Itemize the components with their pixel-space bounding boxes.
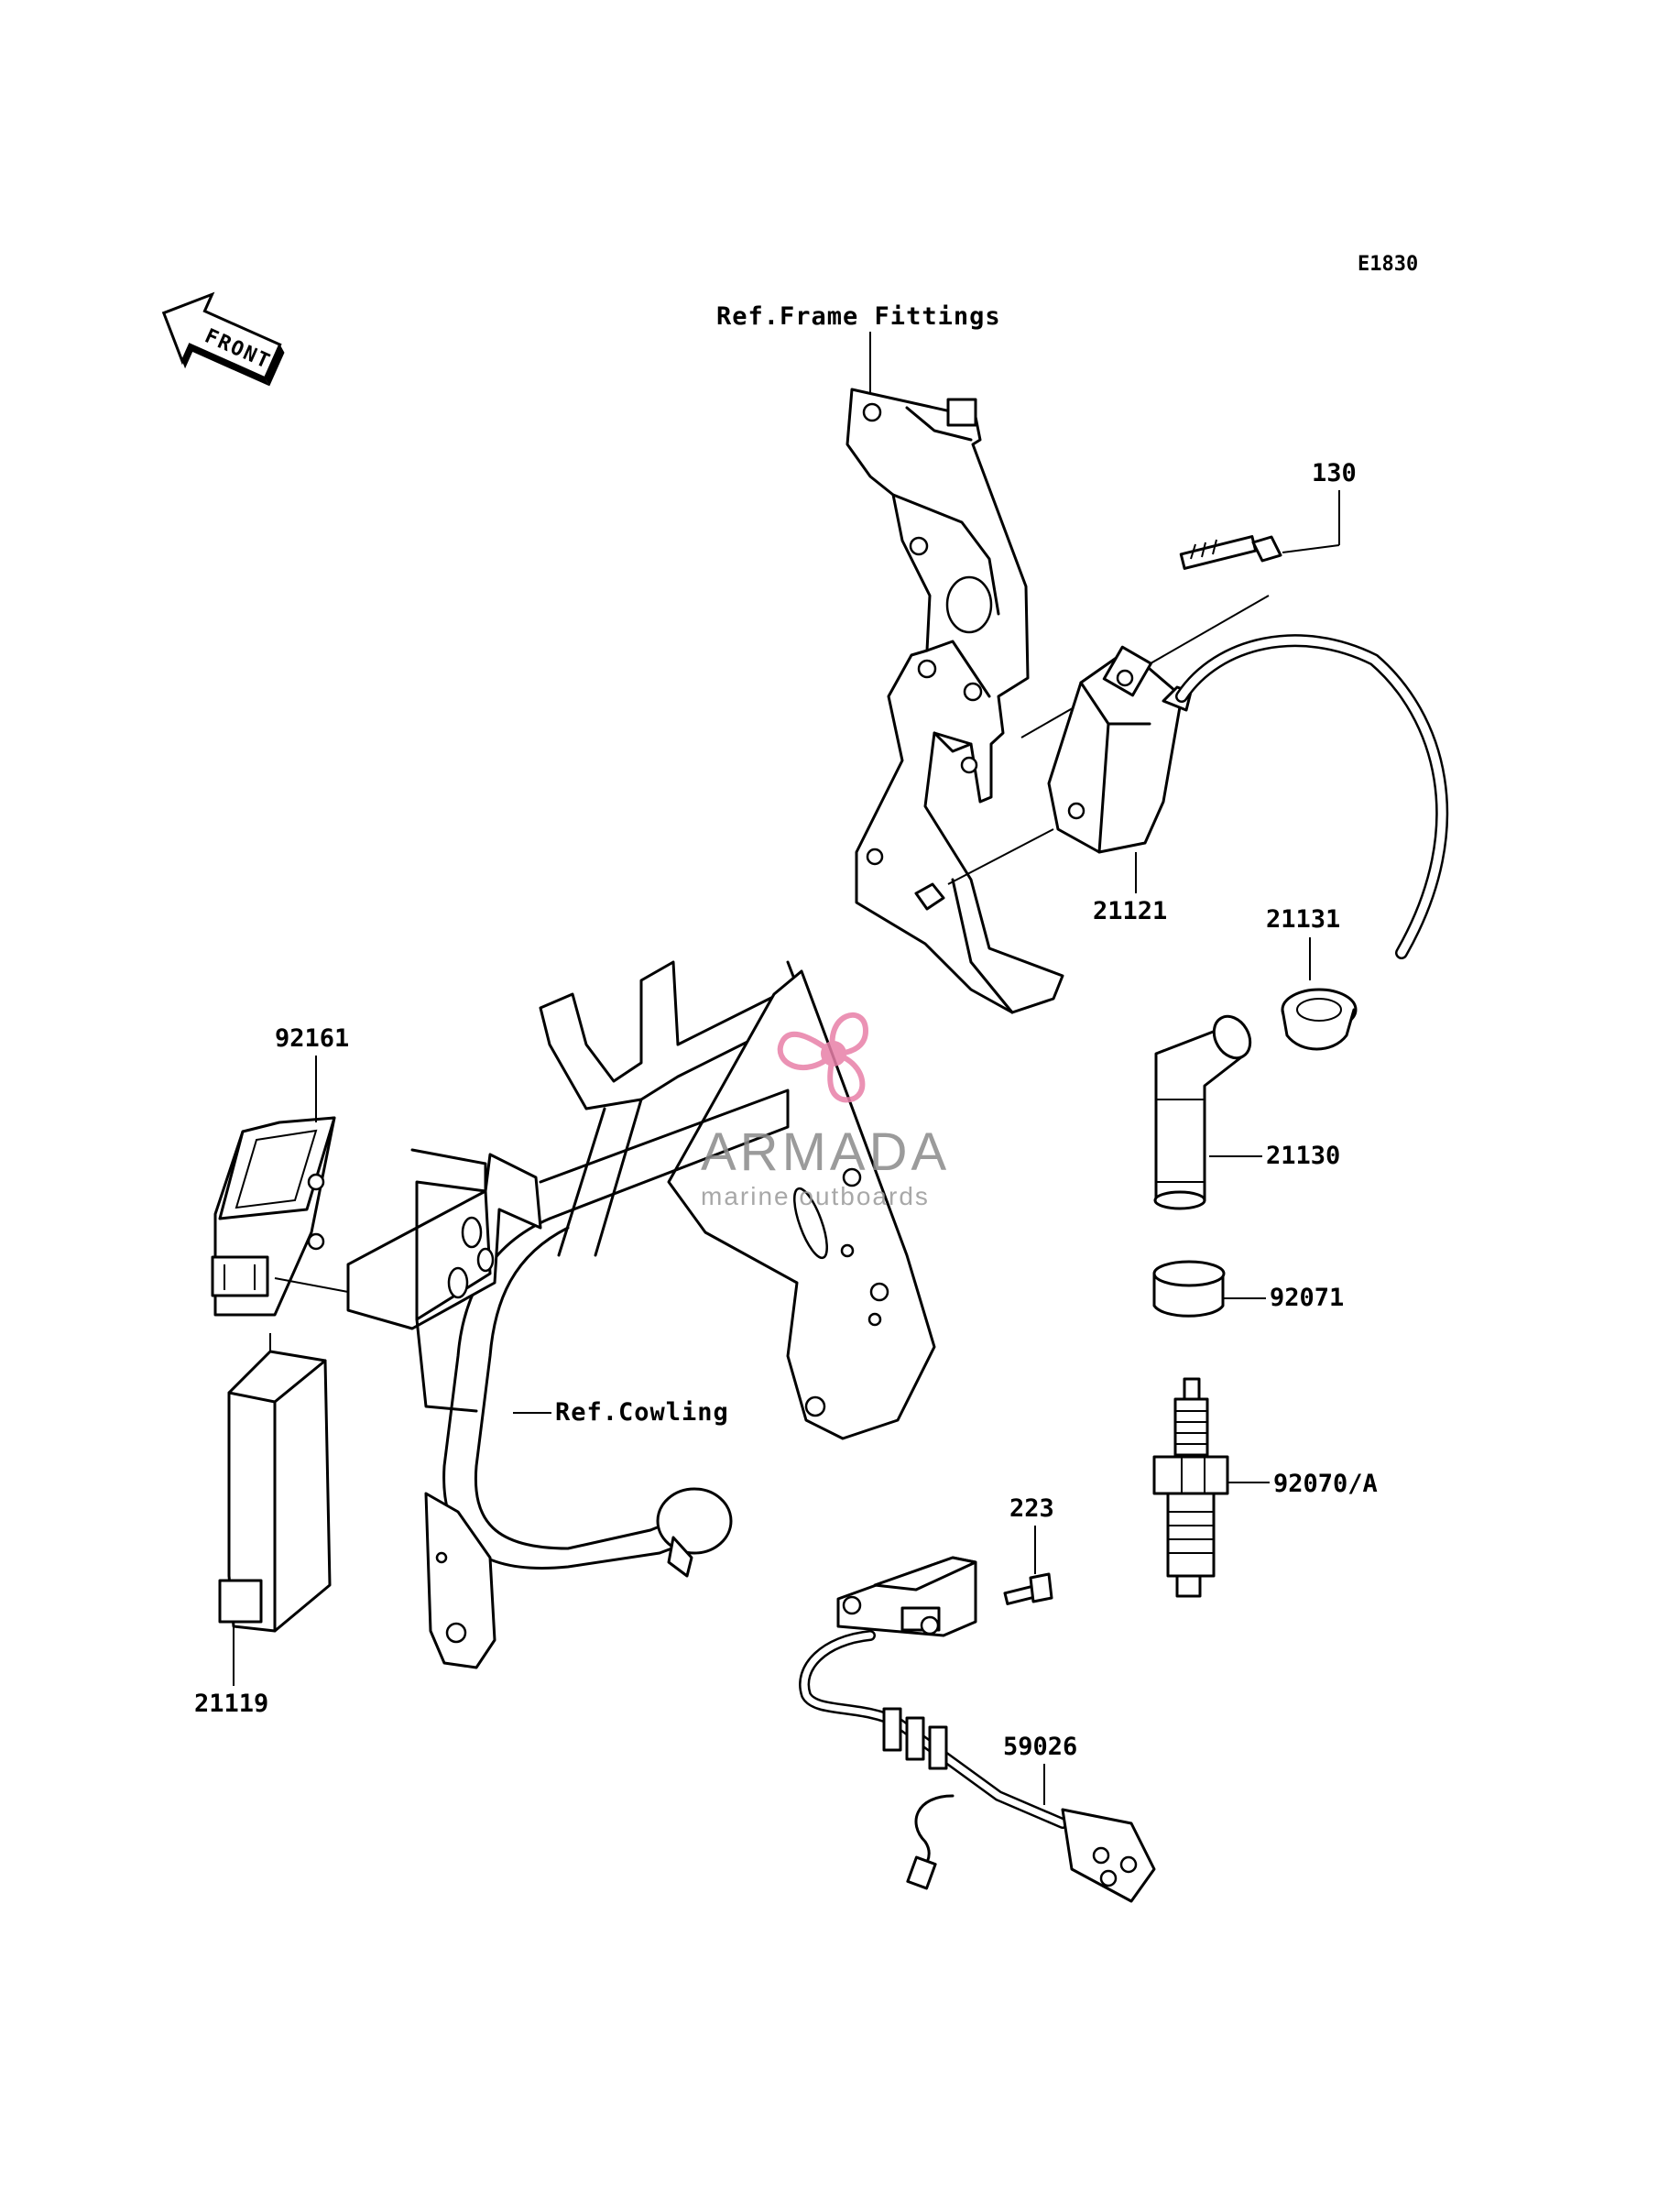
screw-223 xyxy=(1003,1572,1053,1605)
part-label-92071: 92071 xyxy=(1270,1284,1344,1312)
watermark-logo: ARMADA marine outboards xyxy=(701,1012,950,1210)
watermark-brand: ARMADA xyxy=(701,1122,950,1182)
frame-fitting-bracket xyxy=(845,388,1064,1014)
part-label-92070A: 92070/A xyxy=(1273,1470,1378,1498)
ecu-mount-bracket xyxy=(346,1148,542,1413)
ref-cowling-label: Ref.Cowling xyxy=(555,1398,729,1427)
front-arrow-icon: FRONT xyxy=(161,291,285,387)
cowling-frame xyxy=(424,960,936,1669)
part-label-130: 130 xyxy=(1312,459,1357,487)
cap-92071 xyxy=(1152,1260,1226,1318)
part-label-223: 223 xyxy=(1009,1494,1054,1523)
part-label-21119: 21119 xyxy=(194,1690,268,1718)
ecu-21119 xyxy=(218,1350,332,1633)
ref-frame-fittings-label: Ref.Frame Fittings xyxy=(716,302,1001,331)
bolt-130 xyxy=(1179,535,1282,570)
diagram-code: E1830 xyxy=(1358,253,1418,276)
holder-92161 xyxy=(211,1116,336,1317)
part-label-21130: 21130 xyxy=(1266,1142,1340,1170)
ignition-coil-21121 xyxy=(1047,645,1193,854)
pickup-sensor-59026 xyxy=(799,1556,1156,1903)
part-label-21131: 21131 xyxy=(1266,905,1340,934)
part-label-21121: 21121 xyxy=(1093,897,1167,925)
spark-plug-92070A xyxy=(1152,1377,1229,1598)
watermark-tagline: marine outboards xyxy=(701,1182,930,1210)
part-label-59026: 59026 xyxy=(1003,1733,1077,1761)
part-label-92161: 92161 xyxy=(275,1024,349,1053)
propeller-icon xyxy=(777,1012,869,1103)
plug-cap-21130 xyxy=(1153,1014,1252,1210)
grommet-21131 xyxy=(1281,988,1358,1051)
